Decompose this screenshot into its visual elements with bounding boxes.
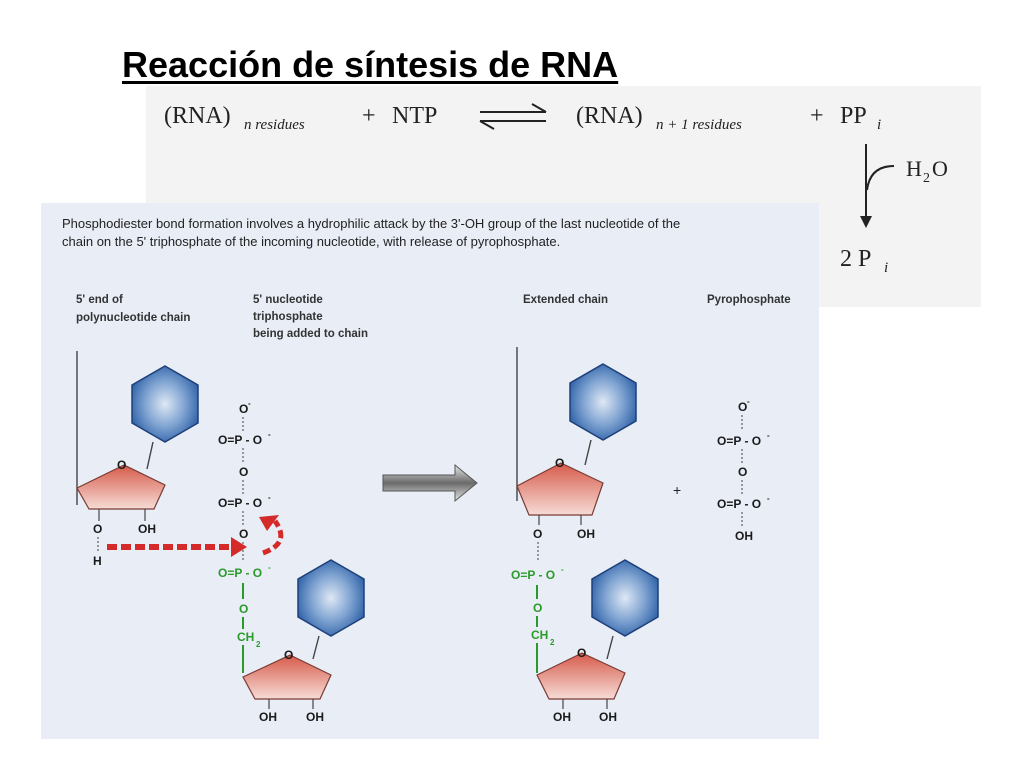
caption-line-1: Phosphodiester bond formation involves a… bbox=[62, 216, 680, 231]
extended-3prime-o: O bbox=[533, 527, 542, 541]
eq-plus-1: + bbox=[362, 103, 376, 129]
ntp-alpha-phosphate: O=P - O bbox=[218, 566, 262, 580]
eq-product-pp: PP bbox=[840, 103, 867, 129]
extended-bottom-2prime-oh: OH bbox=[599, 710, 617, 724]
pyrophosphate: O - O=P - O - O O=P - O - OH bbox=[717, 397, 770, 543]
label-extended-chain: Extended chain bbox=[523, 294, 608, 306]
ntp-sugar bbox=[242, 654, 332, 700]
eq-lhs-term: (RNA) bbox=[164, 103, 231, 129]
incoming-nucleotide-triphosphate: O - O=P - O - O O=P - O - O O=P - O - O … bbox=[218, 399, 365, 724]
svg-text:-: - bbox=[767, 431, 770, 440]
svg-text:-: - bbox=[268, 493, 271, 502]
svg-text:-: - bbox=[268, 430, 271, 439]
chain-end-ring-o: O bbox=[117, 458, 126, 472]
extended-top-oh: OH bbox=[577, 527, 595, 541]
eq-water-subscript: 2 bbox=[923, 171, 930, 186]
ppi-bridge-o: O bbox=[738, 465, 747, 479]
svg-text:2: 2 bbox=[550, 638, 555, 647]
svg-text:-: - bbox=[268, 563, 271, 572]
label-nucleotide-line1: 5' nucleotide bbox=[253, 294, 323, 306]
chain-end-sugar bbox=[76, 464, 166, 510]
eq-final-subscript: i bbox=[884, 260, 888, 276]
extended-5prime-o: O bbox=[533, 601, 542, 615]
chain-end-hydrogen: H bbox=[93, 554, 102, 568]
label-pyrophosphate: Pyrophosphate bbox=[707, 294, 791, 306]
ppi-phosphate-1: O=P - O bbox=[717, 434, 761, 448]
ntp-2prime-oh: OH bbox=[306, 710, 324, 724]
svg-text:-: - bbox=[248, 399, 251, 408]
ntp-beta-phosphate: O=P - O bbox=[218, 496, 262, 510]
chain-end-nucleotide: O O OH H bbox=[76, 351, 199, 568]
label-nucleotide-line3: being added to chain bbox=[253, 328, 368, 340]
ntp-ch2: CH bbox=[237, 630, 254, 644]
extended-chain: O O OH O=P - O - O CH 2 O OH bbox=[511, 347, 659, 724]
label-5prime-end-line2: polynucleotide chain bbox=[76, 312, 190, 324]
caption-line-2: chain on the 5' triphosphate of the inco… bbox=[62, 234, 560, 249]
extended-top-base-hexagon bbox=[569, 363, 637, 441]
extended-bottom-ring-o: O bbox=[577, 646, 586, 660]
label-nucleotide-line2: triphosphate bbox=[253, 311, 323, 323]
eq-final-2p: 2 P bbox=[840, 246, 871, 272]
slide-title: Reacción de síntesis de RNA bbox=[122, 44, 619, 85]
eq-rhs-term: (RNA) bbox=[576, 103, 643, 129]
reaction-progress-arrow-icon bbox=[382, 463, 478, 503]
chain-end-base-hexagon bbox=[131, 365, 199, 443]
eq-plus-2: + bbox=[810, 103, 824, 129]
ntp-3prime-oh: OH bbox=[259, 710, 277, 724]
svg-text:-: - bbox=[767, 494, 770, 503]
eq-product-pp-subscript: i bbox=[877, 117, 881, 133]
svg-text:-: - bbox=[561, 565, 564, 574]
phosphodiester-figure: Phosphodiester bond formation involves a… bbox=[62, 216, 791, 724]
ppi-oh-bottom: OH bbox=[735, 529, 753, 543]
label-5prime-end-line1: 5' end of bbox=[76, 294, 123, 306]
ntp-bridge-o-2: O bbox=[239, 527, 248, 541]
nucleophilic-attack-arrow-icon bbox=[107, 537, 247, 557]
ppi-o-top: O bbox=[738, 400, 747, 414]
eq-water-o: O bbox=[932, 156, 948, 181]
ppi-phosphate-2: O=P - O bbox=[717, 497, 761, 511]
equilibrium-arrows-icon bbox=[479, 103, 547, 130]
reaction-equation: (RNA) n residues + NTP (RNA) n + 1 resid… bbox=[164, 103, 948, 276]
products-plus-sign: + bbox=[673, 482, 681, 498]
svg-text:2: 2 bbox=[256, 640, 261, 649]
hydrolysis-arrow-icon bbox=[860, 144, 895, 228]
extended-bottom-sugar bbox=[536, 652, 626, 700]
extended-bottom-base-hexagon bbox=[591, 559, 659, 637]
extended-new-phosphate: O=P - O bbox=[511, 568, 555, 582]
ntp-gamma-phosphate: O=P - O bbox=[218, 433, 262, 447]
eq-water-h: H bbox=[906, 156, 922, 181]
eq-lhs-subscript: n residues bbox=[244, 117, 305, 133]
ntp-ring-o: O bbox=[284, 648, 293, 662]
eq-reactant-ntp: NTP bbox=[392, 103, 437, 129]
ntp-5prime-o: O bbox=[239, 602, 248, 616]
ntp-base-hexagon bbox=[297, 559, 365, 637]
chain-end-3prime-o: O bbox=[93, 522, 102, 536]
extended-top-sugar bbox=[516, 462, 604, 516]
chain-end-2prime-oh: OH bbox=[138, 522, 156, 536]
extended-ch2: CH bbox=[531, 628, 548, 642]
eq-rhs-subscript: n + 1 residues bbox=[656, 117, 742, 133]
ntp-gamma-o-top: O bbox=[239, 402, 248, 416]
phosphodiester-figure-panel: Phosphodiester bond formation involves a… bbox=[41, 203, 819, 739]
leaving-group-arrow-icon bbox=[259, 515, 284, 556]
ntp-bridge-o-1: O bbox=[239, 465, 248, 479]
extended-top-ring-o: O bbox=[555, 456, 564, 470]
extended-bottom-3prime-oh: OH bbox=[553, 710, 571, 724]
svg-text:-: - bbox=[747, 397, 750, 406]
